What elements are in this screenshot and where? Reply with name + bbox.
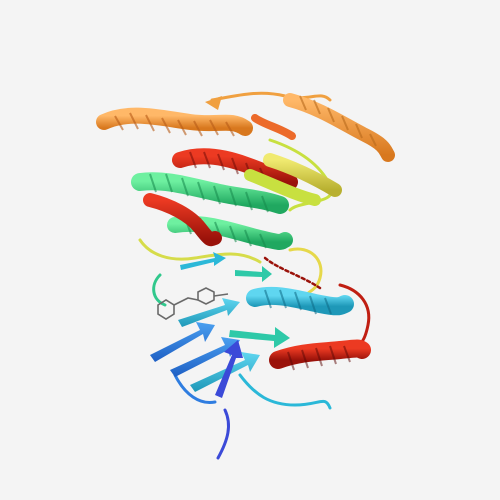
loop-lower-left-blue xyxy=(173,373,217,405)
helix-yellow-green xyxy=(244,153,342,206)
helix-red-middle xyxy=(143,193,222,247)
beta-strand-6 xyxy=(229,327,290,348)
helix-cyan xyxy=(246,286,354,316)
loop-mid-yellow xyxy=(138,238,262,264)
helix-top-right xyxy=(283,93,395,162)
loop-ligand-connection xyxy=(263,256,322,290)
helix-red-orange-mid xyxy=(172,148,298,190)
helix-green-upper xyxy=(131,172,289,214)
beta-strand-2 xyxy=(170,337,240,377)
loop-lower-cyan xyxy=(238,373,332,410)
beta-sheet xyxy=(150,298,290,398)
ligand-stick xyxy=(157,287,229,320)
strands-center xyxy=(180,252,272,282)
beta-strand-5 xyxy=(178,298,240,327)
loop-bottom-tail xyxy=(216,408,230,460)
beta-strand-4 xyxy=(215,340,243,398)
beta-strand-1 xyxy=(150,322,215,362)
strand-top-orange xyxy=(205,96,296,140)
helix-red-c-terminal xyxy=(269,339,371,371)
helix-top-left xyxy=(96,107,253,137)
loop-top-orange xyxy=(210,91,332,102)
loop-left-green xyxy=(152,273,167,307)
coil-loops xyxy=(138,91,371,460)
